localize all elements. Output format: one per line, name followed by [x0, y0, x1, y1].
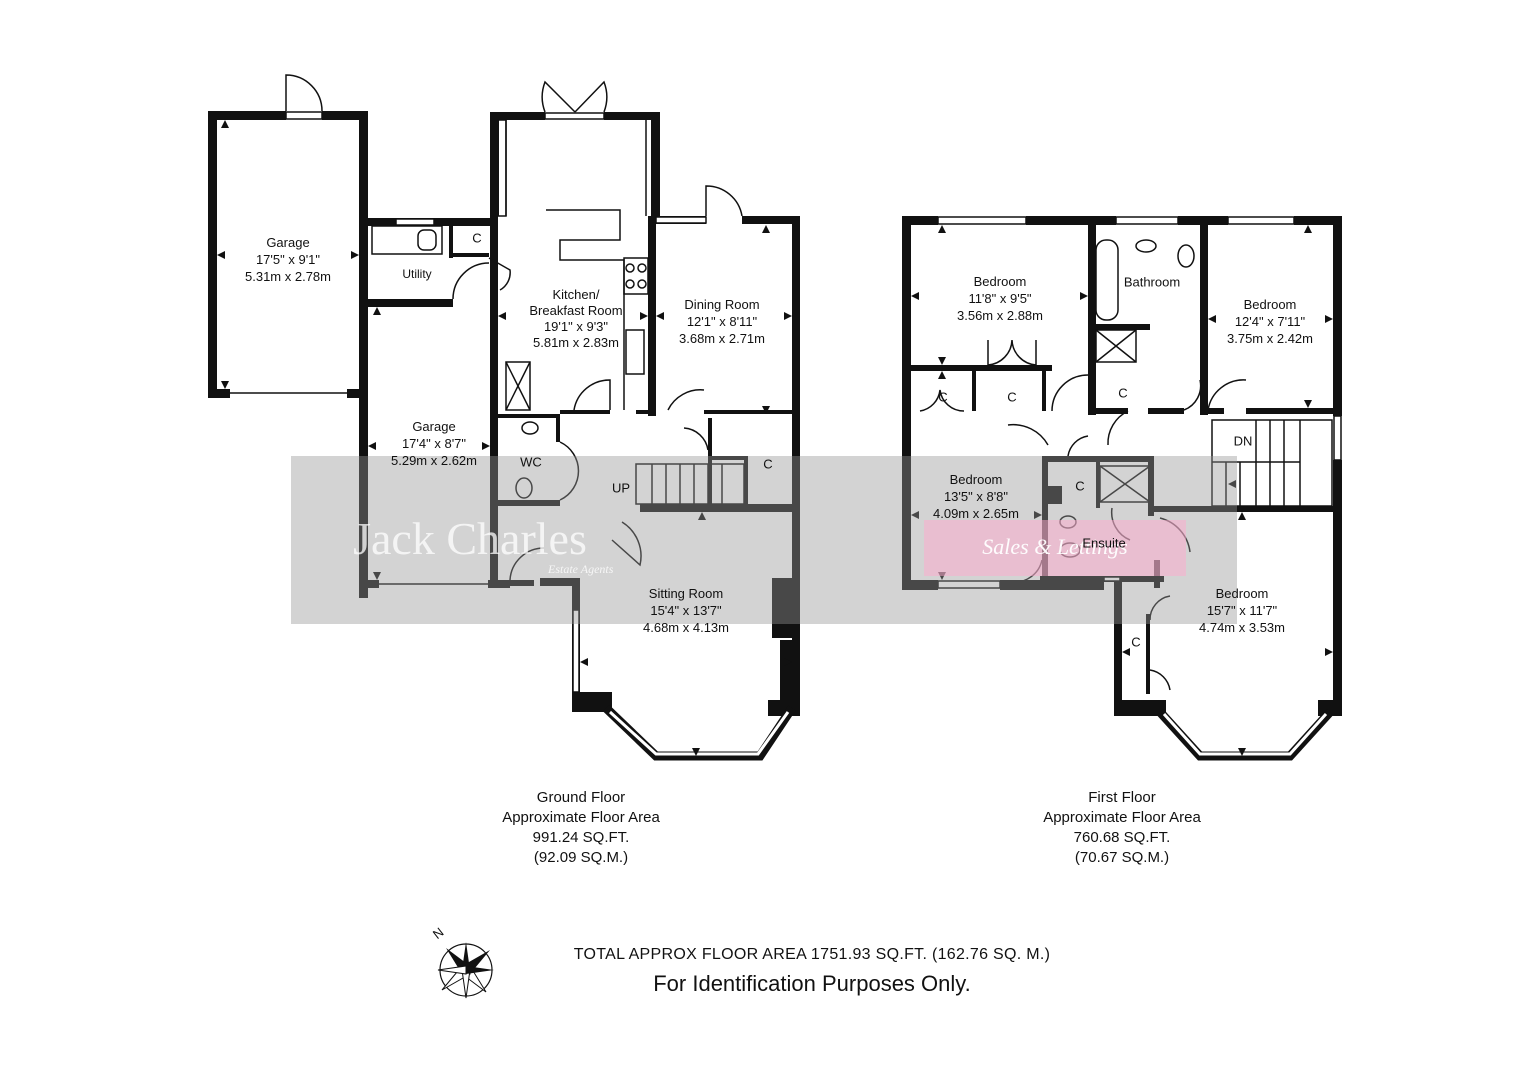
room-sitting: Sitting Room 15'4" x 13'7" 4.68m x 4.13m: [643, 586, 729, 635]
room-bedroom-3: Bedroom 13'5" x 8'8" 4.09m x 2.65m: [933, 472, 1019, 521]
label-wc: WC: [520, 454, 542, 470]
room-bedroom-4: Bedroom 15'7" x 11'7" 4.74m x 3.53m: [1199, 586, 1285, 635]
label-cupboard: C: [938, 389, 948, 405]
room-dining: Dining Room 12'1" x 8'11" 3.68m x 2.71m: [679, 297, 765, 346]
compass-icon: N: [430, 924, 494, 999]
watermark-pink-band: [924, 520, 1186, 576]
label-cupboard: C: [1007, 389, 1017, 405]
disclaimer: For Identification Purposes Only.: [653, 971, 971, 996]
room-bedroom-1: Bedroom 11'8" x 9'5" 3.56m x 2.88m: [957, 274, 1043, 323]
label-ensuite: Ensuite: [1082, 535, 1126, 551]
compass-north-label: N: [430, 924, 447, 942]
room-garage-2: Garage 17'4" x 8'7" 5.29m x 2.62m: [391, 419, 477, 468]
watermark-pink-text: Sales & Lettings: [982, 534, 1128, 559]
label-cupboard: C: [1118, 385, 1128, 401]
watermark-brand: Jack Charles: [353, 513, 587, 564]
room-bedroom-2: Bedroom 12'4" x 7'11" 3.75m x 2.42m: [1227, 297, 1313, 346]
first-floor-area: First Floor Approximate Floor Area 760.6…: [1043, 789, 1201, 866]
watermark-sub: Estate Agents: [548, 562, 614, 576]
label-dn: DN: [1233, 433, 1253, 449]
total-floor-area: TOTAL APPROX FLOOR AREA 1751.93 SQ.FT. (…: [573, 946, 1051, 963]
label-up: UP: [611, 480, 631, 496]
label-cupboard: C: [1131, 634, 1141, 650]
label-bathroom: Bathroom: [1123, 274, 1181, 290]
ground-floor-area: Ground Floor Approximate Floor Area 991.…: [502, 789, 660, 866]
label-cupboard: C: [1075, 478, 1085, 494]
label-cupboard: C: [763, 456, 773, 472]
label-utility: Utility: [402, 267, 432, 281]
room-kitchen: Kitchen/ Breakfast Room 19'1" x 9'3" 5.8…: [529, 287, 623, 350]
room-garage-1: Garage 17'5" x 9'1" 5.31m x 2.78m: [245, 235, 331, 284]
label-cupboard: C: [472, 230, 482, 246]
